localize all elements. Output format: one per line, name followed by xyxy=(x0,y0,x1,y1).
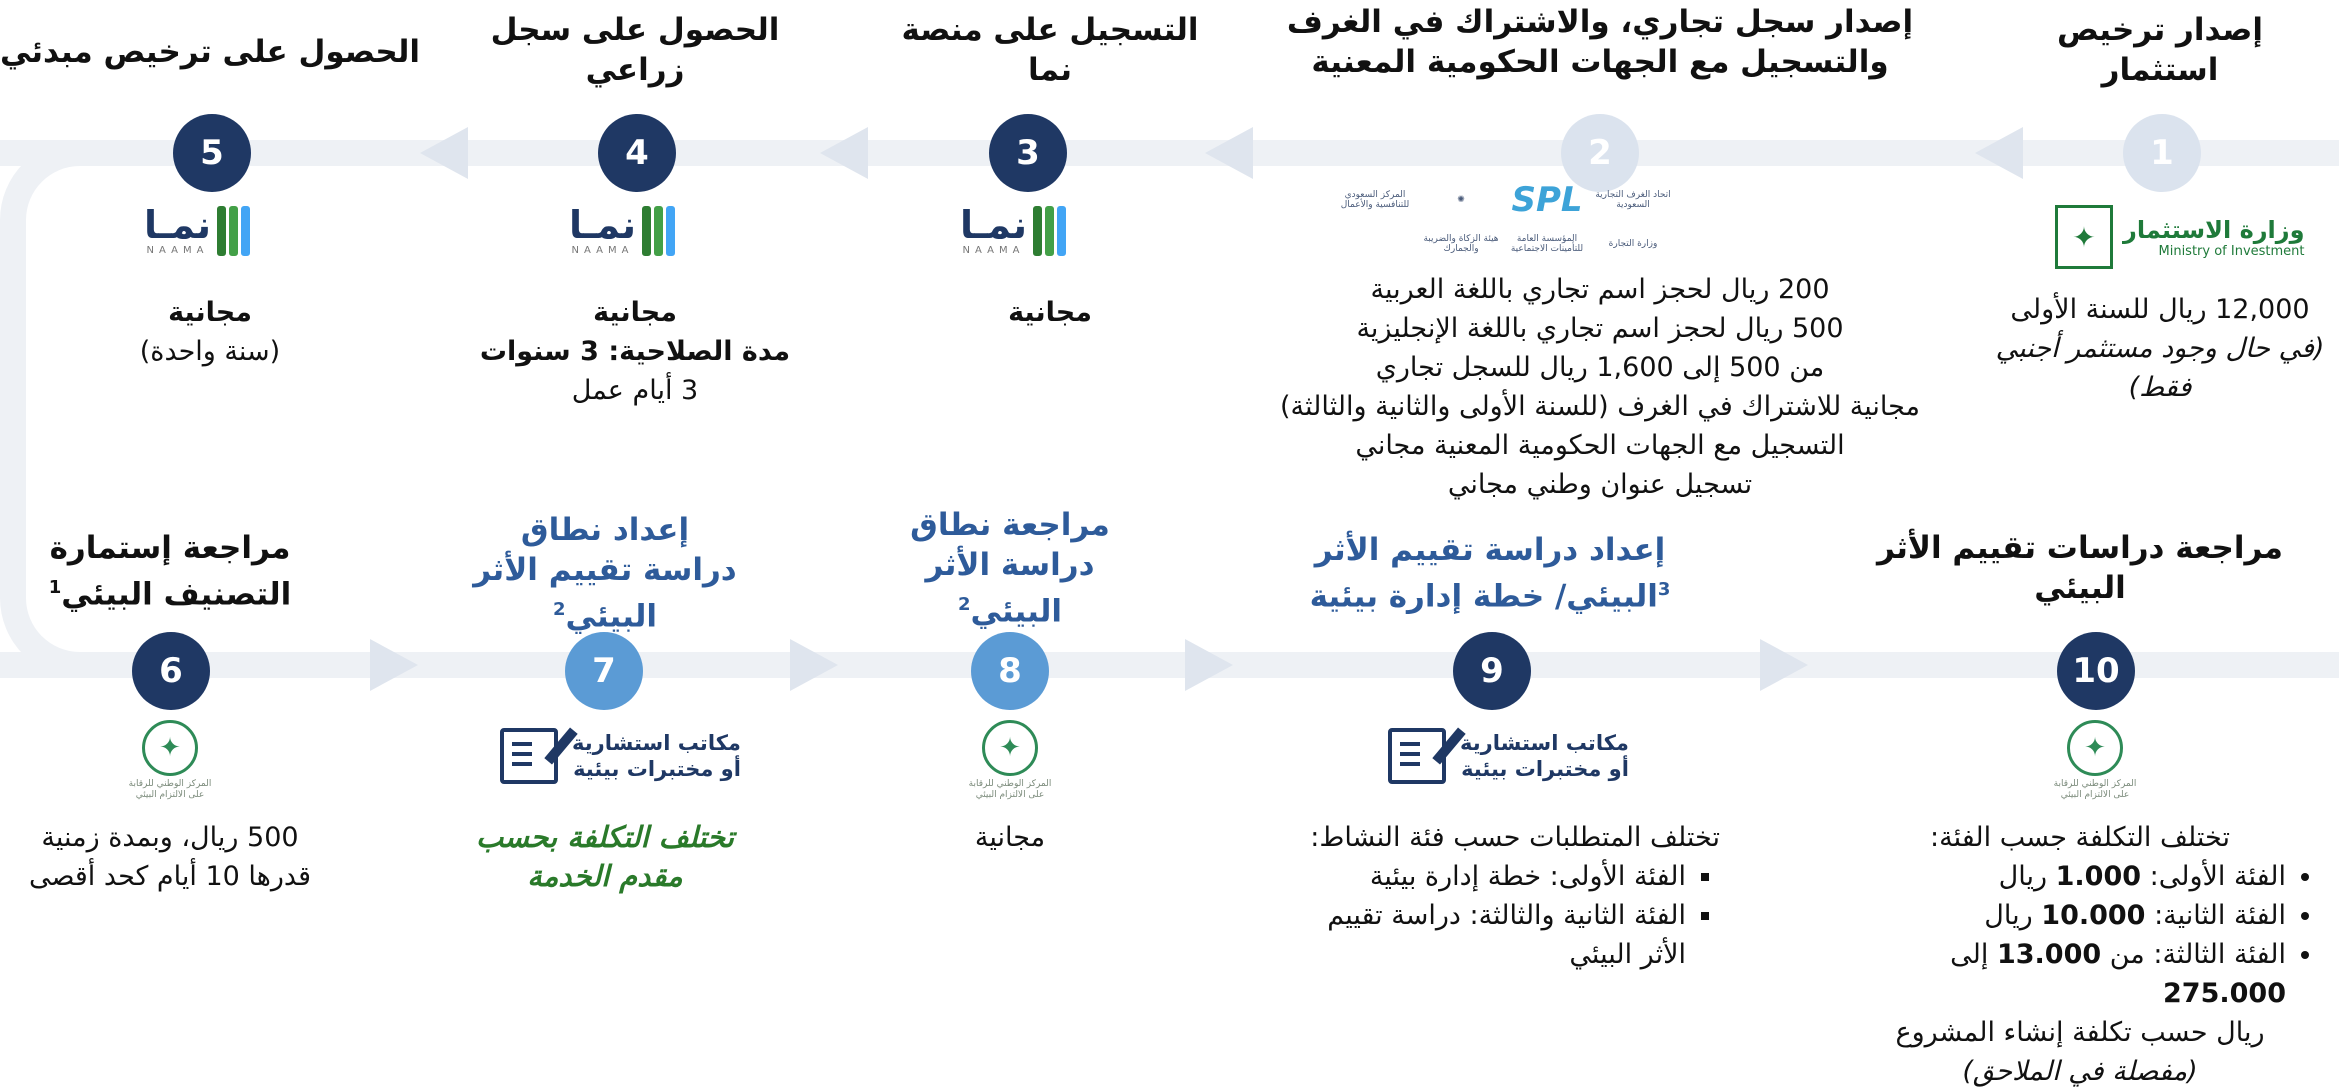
step5-title: الحصول على ترخيص مبدئي xyxy=(0,34,420,70)
step1-desc: 12,000 ريال للسنة الأولى (في حال وجود مس… xyxy=(1995,294,2325,403)
list-item: الفئة الثالثة: من 13.000 إلى 275.000 xyxy=(1840,935,2286,1013)
step10-title: مراجعة دراسات تقييم الأثر البيئي xyxy=(1877,530,2283,606)
row1-arrow xyxy=(420,127,468,179)
step9-circle: 9 xyxy=(1453,632,1531,710)
step1-circle: 1 xyxy=(2123,114,2201,192)
step2-circle: 2 xyxy=(1561,114,1639,192)
gov-entities-logos: اتحاد الغرف التجارية السعودية SPL ✺ المر… xyxy=(1335,180,1673,264)
gosi-logo: المؤسسة العامة للتأمينات الاجتماعية xyxy=(1510,234,1584,254)
step4-desc: مجانية مدة الصلاحية: 3 سنوات 3 أيام عمل xyxy=(479,297,791,406)
row1-arrow xyxy=(820,127,868,179)
step7-title: إعداد نطاق دراسة تقييم الأثر البيئي2 xyxy=(473,512,737,635)
ncec-logo: ✦ المركز الوطني للرقابة على الالتزام الب… xyxy=(960,720,1060,801)
row1-track xyxy=(0,140,2339,166)
row2-arrow xyxy=(1185,639,1233,691)
step3-circle: 3 xyxy=(989,114,1067,192)
palm-emblem-icon: ✦ xyxy=(982,720,1038,776)
row2-arrow xyxy=(1760,639,1808,691)
row1-arrow xyxy=(1205,127,1253,179)
step6-desc: 500 ريال، وبمدة زمنية قدرها 10 أيام كحد … xyxy=(28,822,312,892)
step2-desc: 200 ريال لحجز اسم تجاري باللغة العربية 5… xyxy=(1279,274,1921,500)
row2-arrow xyxy=(370,639,418,691)
list-item: الفئة الثانية: 10.000 ريال xyxy=(1840,896,2286,935)
row2-arrow xyxy=(790,639,838,691)
ncec-logo: ✦ المركز الوطني للرقابة على الالتزام الب… xyxy=(120,720,220,801)
step6-title: مراجعة إستمارة التصنيف البيئي1 xyxy=(48,530,292,613)
step10-circle: 10 xyxy=(2057,632,2135,710)
step9-title: إعداد دراسة تقييم الأثر 3البيئي/ خطة إدا… xyxy=(1309,532,1671,615)
step6-circle: 6 xyxy=(132,632,210,710)
list-item: الفئة الأولى: 1.000 ريال xyxy=(1840,857,2286,896)
green-logo: ✺ xyxy=(1457,195,1465,205)
step7-desc: تختلف التكلفة بحسب مقدم الخدمة xyxy=(476,820,734,893)
step8-title: مراجعة نطاق دراسة الأثر البيئي2 xyxy=(910,507,1110,630)
palm-emblem-icon: ✦ xyxy=(2055,205,2113,269)
spl-logo: SPL xyxy=(1511,180,1583,220)
document-edit-icon xyxy=(500,728,558,784)
ncec-logo: ✦ المركز الوطني للرقابة على الالتزام الب… xyxy=(2045,720,2145,801)
step5-desc: مجانية (سنة واحدة) xyxy=(139,297,281,367)
row1-arrow xyxy=(1975,127,2023,179)
competitiveness-logo: المركز السعودي للتنافسية والأعمال xyxy=(1340,190,1410,210)
step7-circle: 7 xyxy=(565,632,643,710)
step10-desc: تختلف التكلفة جسب الفئة: الفئة الأولى: 1… xyxy=(1840,818,2320,1091)
step5-circle: 5 xyxy=(173,114,251,192)
list-item: الفئة الأولى: خطة إدارة بيئية xyxy=(1270,857,1686,896)
row2-track xyxy=(0,652,2339,678)
commerce-logo: وزارة التجارة xyxy=(1608,239,1658,249)
step3-desc: مجانية xyxy=(1008,297,1092,328)
step9-desc: تختلف المتطلبات حسب فئة النشاط: الفئة ال… xyxy=(1270,818,1720,974)
list-item: الفئة الثانية والثالثة: دراسة تقييمالأثر… xyxy=(1270,896,1686,974)
zatca-logo: هيئة الزكاة والضريبة والجمارك xyxy=(1423,234,1499,254)
chambers-logo: اتحاد الغرف التجارية السعودية xyxy=(1595,190,1671,210)
track-curve xyxy=(0,140,80,678)
step8-desc: مجانية xyxy=(974,822,1046,853)
document-edit-icon xyxy=(1388,728,1446,784)
palm-emblem-icon: ✦ xyxy=(2067,720,2123,776)
palm-emblem-icon: ✦ xyxy=(142,720,198,776)
step8-circle: 8 xyxy=(971,632,1049,710)
step4-circle: 4 xyxy=(598,114,676,192)
